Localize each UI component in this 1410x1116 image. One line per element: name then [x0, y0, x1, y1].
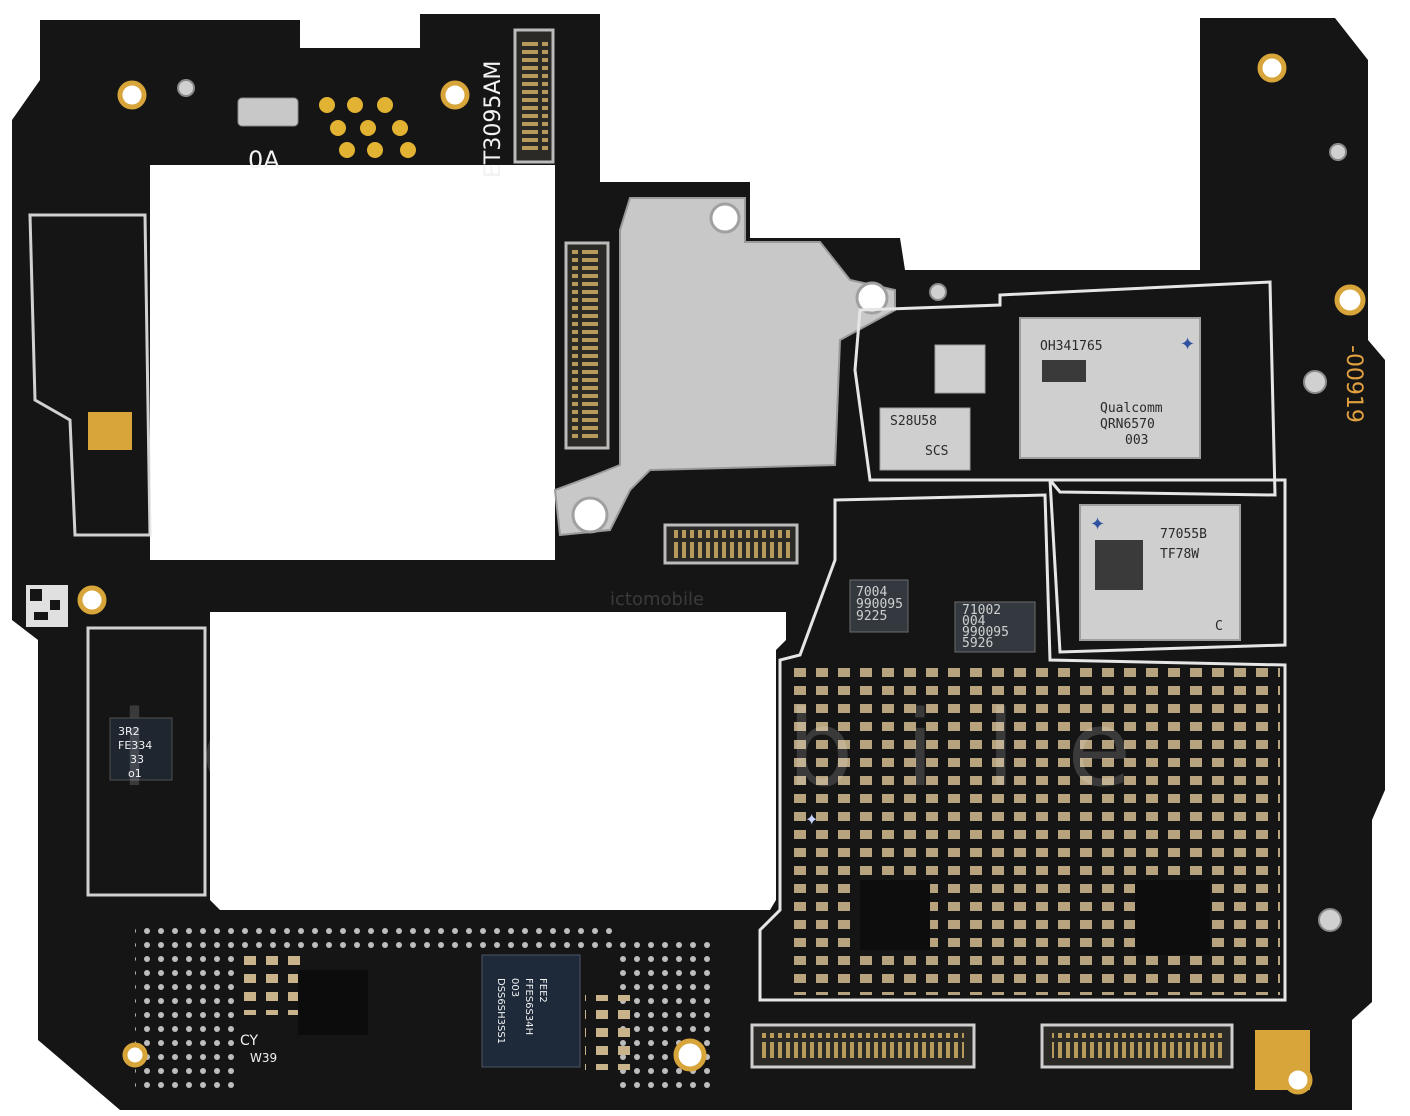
shield-screw-hole-right: [855, 281, 889, 315]
bottom-main-ic: [481, 954, 581, 1068]
lower-left-module-outline: [86, 626, 207, 897]
mid-chip-b-text-2: 004: [962, 614, 986, 629]
small-left-chip: [109, 717, 173, 781]
rf-module-outline-top: [853, 280, 1277, 497]
qualcomm-lower-text-2: TF78W: [1160, 547, 1199, 562]
small-rf-chip-b: [879, 407, 971, 471]
bottom-ic-text-3: FFES6S34H: [523, 978, 534, 1035]
metal-shield: [553, 197, 896, 537]
connector-bottom-left-pins: [762, 1033, 964, 1059]
silk-part-code: ET3095AM: [481, 61, 506, 178]
qualcomm-chip-upper: [1019, 317, 1201, 459]
bottom-black-ic: [298, 970, 368, 1035]
qualcomm-upper-text-4: 003: [1125, 433, 1148, 448]
qualcomm-upper-datamatrix: [1042, 360, 1086, 382]
silk-revision: 0A: [248, 146, 280, 174]
connector-mid-left-pins: [572, 250, 602, 440]
small-rf-text-2: SCS: [925, 444, 948, 459]
left-module-outline: [28, 213, 152, 537]
pmic-black-ic-right: [1135, 880, 1210, 955]
mid-chip-b-text-3: 990095: [962, 625, 1009, 640]
mid-chip-a: [849, 579, 909, 633]
bottom-solder-field-top: [235, 925, 620, 953]
small-left-text-3: 33: [130, 753, 144, 766]
watermark-small: ictomobile: [610, 589, 704, 610]
mid-chip-a-text-2: 990095: [856, 597, 903, 612]
connector-mid-pins: [672, 530, 790, 558]
bottom-pad-group: [240, 955, 300, 1015]
qualcomm-star-icon: ✦: [1180, 334, 1195, 355]
pmic-area-outline: [758, 493, 1287, 1002]
small-left-text-4: o1: [128, 767, 142, 780]
mid-chip-b-text-1: 71002: [962, 603, 1001, 618]
silk-side-code: -00919: [1341, 345, 1366, 423]
coax-connectors: [177, 79, 1347, 932]
silk-cy: CY: [240, 1033, 259, 1049]
bottom-ic-text-1: DSS6SH3SS1: [495, 978, 506, 1044]
connector-top-pins: [520, 38, 548, 154]
crystal-oscillator: [237, 97, 299, 127]
mid-chip-a-text-1: 7004: [856, 585, 887, 600]
qualcomm-lower-text-1: 77055B: [1160, 527, 1207, 542]
mid-chip-a-text-3: 9225: [856, 609, 887, 624]
shield-screw-hole-top: [709, 202, 741, 234]
shield-screw-hole-bottom: [571, 496, 609, 534]
silk-week: W39: [250, 1051, 277, 1065]
bottom-pad-group-right: [585, 995, 630, 1070]
qualcomm-lower-star-icon: ✦: [1090, 514, 1105, 535]
qualcomm-upper-text-3: QRN6570: [1100, 417, 1155, 432]
small-left-text-2: FE334: [118, 739, 152, 752]
mid-chip-b: [954, 601, 1036, 653]
qualcomm-upper-text-2: Qualcomm: [1100, 401, 1163, 416]
watermark-big: ictomobile: [120, 688, 1183, 810]
connector-bottom-right-pins: [1052, 1033, 1222, 1059]
rf-module-outline-right: [1048, 478, 1287, 654]
small-rf-chip-a: [934, 344, 986, 394]
bottom-solder-field-left: [135, 925, 235, 1095]
bottom-solder-field-right: [620, 935, 710, 1095]
small-left-text-1: 3R2: [118, 725, 140, 738]
mid-chip-b-text-4: 5926: [962, 636, 993, 651]
screw-holes: [77, 53, 1366, 1095]
qualcomm-lower-datamatrix: [1095, 540, 1143, 590]
qualcomm-upper-text-1: OH341765: [1040, 339, 1103, 354]
small-rf-text-1: S28U58: [890, 414, 937, 429]
qualcomm-lower-text-3: C: [1215, 619, 1223, 634]
bottom-ic-text-4: FEE2: [537, 978, 548, 1003]
pmic-black-ic-left: [860, 880, 930, 950]
pmic-star-icon: ✦: [805, 810, 818, 829]
bottom-ic-text-2: 003: [509, 978, 520, 997]
gold-test-pads-top: [319, 97, 416, 158]
gold-plate-left: [88, 412, 132, 450]
